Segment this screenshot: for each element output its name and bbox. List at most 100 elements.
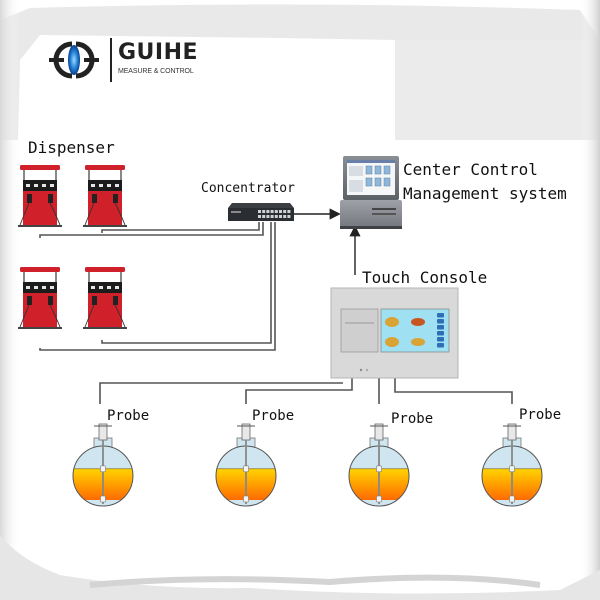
dispenser-base — [18, 327, 62, 329]
fuel-tank — [481, 423, 543, 507]
switch-front — [228, 208, 294, 221]
dispenser-display-digit — [99, 184, 103, 187]
dispenser-pillar — [55, 272, 57, 282]
nozzle-icon — [92, 194, 97, 203]
switch-brand-plate — [231, 211, 241, 213]
dispenser-base — [83, 327, 127, 329]
dispenser-display-digit — [91, 184, 95, 187]
oil-float — [376, 465, 382, 473]
dispenser-display-panel — [88, 282, 122, 293]
dispenser-display-digit — [50, 286, 54, 289]
dispenser-canopy — [85, 165, 125, 170]
switch-port — [283, 210, 287, 213]
wiring — [39, 208, 513, 404]
screen-tank-widget — [365, 165, 373, 175]
touch-console — [330, 287, 459, 379]
screen-tank-gauge — [411, 338, 425, 346]
switch-port — [258, 210, 261, 213]
cable — [39, 222, 264, 238]
drive-slot — [372, 208, 396, 210]
switch-port — [266, 215, 270, 218]
fuel-tank — [72, 423, 134, 507]
dispenser-display-digit — [50, 184, 54, 187]
center-control-label-line2: Management system — [403, 184, 567, 203]
dispenser-display-digit — [34, 184, 38, 187]
dispenser-display-digit — [107, 286, 111, 289]
nozzle-icon — [27, 194, 32, 203]
dispenser-display-panel — [23, 180, 57, 191]
fuel-tank — [215, 423, 277, 507]
oil-float — [100, 465, 106, 473]
tanks-group — [72, 423, 543, 507]
probe-label: Probe — [107, 408, 150, 424]
dispenser-canopy — [20, 165, 60, 170]
console-function-button — [437, 319, 444, 324]
dispenser-display-digit — [42, 286, 46, 289]
cable — [101, 222, 272, 344]
screen-tank-widget — [383, 177, 391, 187]
switch-port — [279, 215, 282, 218]
switch-port — [270, 215, 274, 218]
fuel-dispenser — [83, 165, 127, 227]
hose — [84, 202, 126, 226]
oil-float — [509, 465, 515, 473]
dispenser-display-digit — [91, 286, 95, 289]
screen-tank-widget — [374, 165, 382, 175]
screen-panel — [349, 166, 363, 176]
switch-port — [283, 215, 287, 218]
switch-port — [266, 210, 270, 213]
probe-label: Probe — [519, 407, 562, 423]
drive-slot — [372, 213, 396, 215]
dispenser-pillar — [88, 170, 90, 180]
hose — [84, 304, 126, 328]
screen-titlebar — [347, 160, 395, 163]
double-g-logo-icon — [49, 41, 99, 79]
cable — [394, 378, 513, 404]
water-float — [243, 495, 249, 503]
dispenser-pillar — [55, 170, 57, 180]
dispensers-group — [18, 165, 127, 329]
console-printer — [340, 308, 379, 353]
console-function-button — [437, 331, 444, 336]
hose — [19, 304, 61, 328]
console-function-button — [437, 337, 444, 342]
fuel-dispenser — [83, 267, 127, 329]
dispenser-display-panel — [23, 282, 57, 293]
touch-console-label: Touch Console — [362, 268, 488, 287]
concentrator-label: Concentrator — [201, 181, 295, 196]
dispenser-display-digit — [26, 184, 30, 187]
console-function-button — [437, 325, 444, 330]
dispenser-pillar — [88, 272, 90, 282]
switch-port — [279, 210, 282, 213]
fuel-tank — [348, 423, 410, 507]
console-function-button — [437, 343, 444, 348]
switch-port — [274, 210, 278, 213]
nozzle-icon — [92, 296, 97, 305]
screen-tank-widget — [383, 165, 391, 175]
switch-port — [274, 215, 278, 218]
center-control-label-line1: Center Control — [403, 160, 538, 179]
screen-tank-widget — [374, 177, 382, 187]
switch-port — [262, 215, 266, 218]
dispenser-display-digit — [42, 184, 46, 187]
dispenser-label: Dispenser — [28, 138, 115, 157]
screen-tank-gauge — [411, 318, 425, 326]
dispenser-base — [18, 225, 62, 227]
network-switch — [228, 203, 294, 221]
dispenser-pillar — [23, 272, 25, 282]
screen-panel — [349, 180, 363, 192]
switch-port — [270, 210, 274, 213]
nozzle-icon — [27, 296, 32, 305]
dispenser-canopy — [20, 267, 60, 272]
devices-group — [228, 156, 459, 379]
console-indicator-led — [359, 368, 363, 372]
brand-tagline: MEASURE & CONTROL — [118, 68, 194, 75]
water-float — [509, 495, 515, 503]
dispenser-display-panel — [88, 180, 122, 191]
water-float — [100, 495, 106, 503]
switch-port — [262, 210, 266, 213]
nozzle-icon — [113, 194, 118, 203]
switch-port — [287, 215, 291, 218]
cable — [39, 222, 276, 351]
